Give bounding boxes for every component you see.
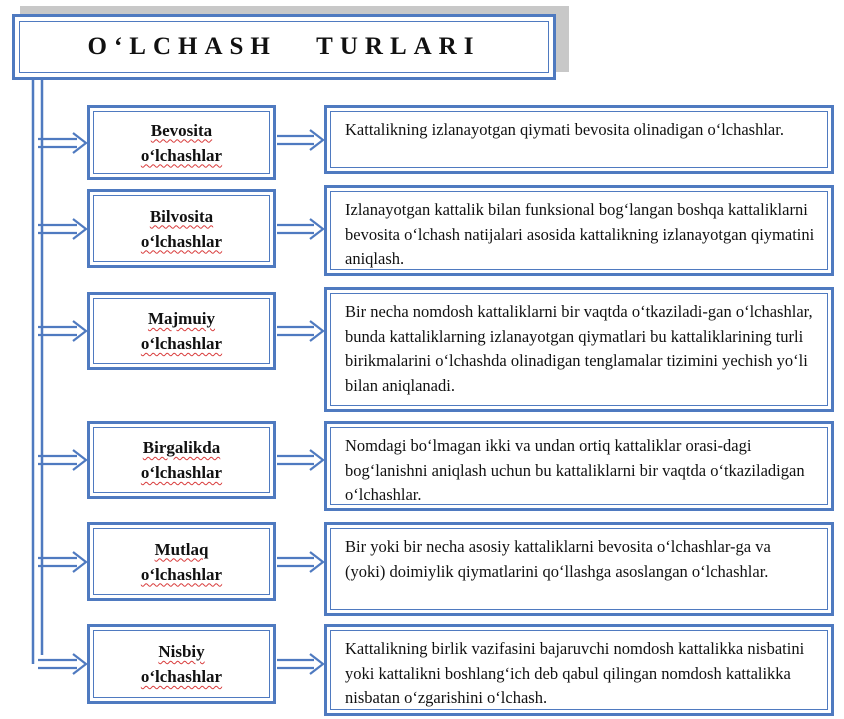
diagram-title: O‘LCHASH TURLARI <box>19 21 549 73</box>
connector-arrow-icon-1 <box>277 129 325 151</box>
connector-arrow-icon-6 <box>277 653 325 675</box>
category-label-2: o‘lchashlar <box>140 334 223 353</box>
category-label-2: o‘lchashlar <box>140 667 223 686</box>
category-box-birgalikda: Birgalikda o‘lchashlar <box>87 421 276 499</box>
description-text: Kattalikning birlik vazifasini bajaruvch… <box>330 630 828 710</box>
spine-arrow-icon-3 <box>38 320 88 342</box>
title-box: O‘LCHASH TURLARI <box>12 14 556 80</box>
description-text: Bir necha nomdosh kattaliklarni bir vaqt… <box>330 293 828 406</box>
description-box-majmuiy: Bir necha nomdosh kattaliklarni bir vaqt… <box>324 287 834 412</box>
description-box-nisbiy: Kattalikning birlik vazifasini bajaruvch… <box>324 624 834 716</box>
connector-arrow-icon-2 <box>277 218 325 240</box>
description-text: Nomdagi bo‘lmagan ikki va undan ortiq ka… <box>330 427 828 505</box>
category-label-1: Bevosita <box>150 120 213 140</box>
category-box-bevosita: Bevosita o‘lchashlar <box>87 105 276 180</box>
spine-arrow-icon-6 <box>38 653 88 675</box>
connector-arrow-icon-3 <box>277 320 325 342</box>
spine-arrow-icon-4 <box>38 449 88 471</box>
spine-arrow-icon-2 <box>38 218 88 240</box>
description-text: Bir yoki bir necha asosiy kattaliklarni … <box>330 528 828 610</box>
category-label-2: o‘lchashlar <box>140 231 223 251</box>
description-box-birgalikda: Nomdagi bo‘lmagan ikki va undan ortiq ka… <box>324 421 834 511</box>
category-label-1: Birgalikda <box>142 438 221 457</box>
connector-arrow-icon-5 <box>277 551 325 573</box>
category-label-2: o‘lchashlar <box>140 145 223 165</box>
category-label-1: Bilvosita <box>149 206 214 226</box>
category-label-1: Mutlaq <box>154 539 209 559</box>
category-box-mutlaq: Mutlaq o‘lchashlar <box>87 522 276 601</box>
description-box-mutlaq: Bir yoki bir necha asosiy kattaliklarni … <box>324 522 834 616</box>
category-box-majmuiy: Majmuiy o‘lchashlar <box>87 292 276 370</box>
category-box-bilvosita: Bilvosita o‘lchashlar <box>87 189 276 268</box>
category-box-nisbiy: Nisbiy o‘lchashlar <box>87 624 276 704</box>
category-label-2: o‘lchashlar <box>140 463 223 482</box>
connector-arrow-icon-4 <box>277 449 325 471</box>
spine-arrow-icon-1 <box>38 132 88 154</box>
description-box-bilvosita: Izlanayotgan kattalik bilan funksional b… <box>324 185 834 276</box>
category-label-1: Majmuiy <box>147 309 216 328</box>
category-label-1: Nisbiy <box>158 642 205 661</box>
description-text: Izlanayotgan kattalik bilan funksional b… <box>330 191 828 270</box>
spine-arrow-icon-5 <box>38 551 88 573</box>
description-text: Kattalikning izlanayotgan qiymati bevosi… <box>330 111 828 168</box>
description-box-bevosita: Kattalikning izlanayotgan qiymati bevosi… <box>324 105 834 174</box>
category-label-2: o‘lchashlar <box>140 564 223 584</box>
